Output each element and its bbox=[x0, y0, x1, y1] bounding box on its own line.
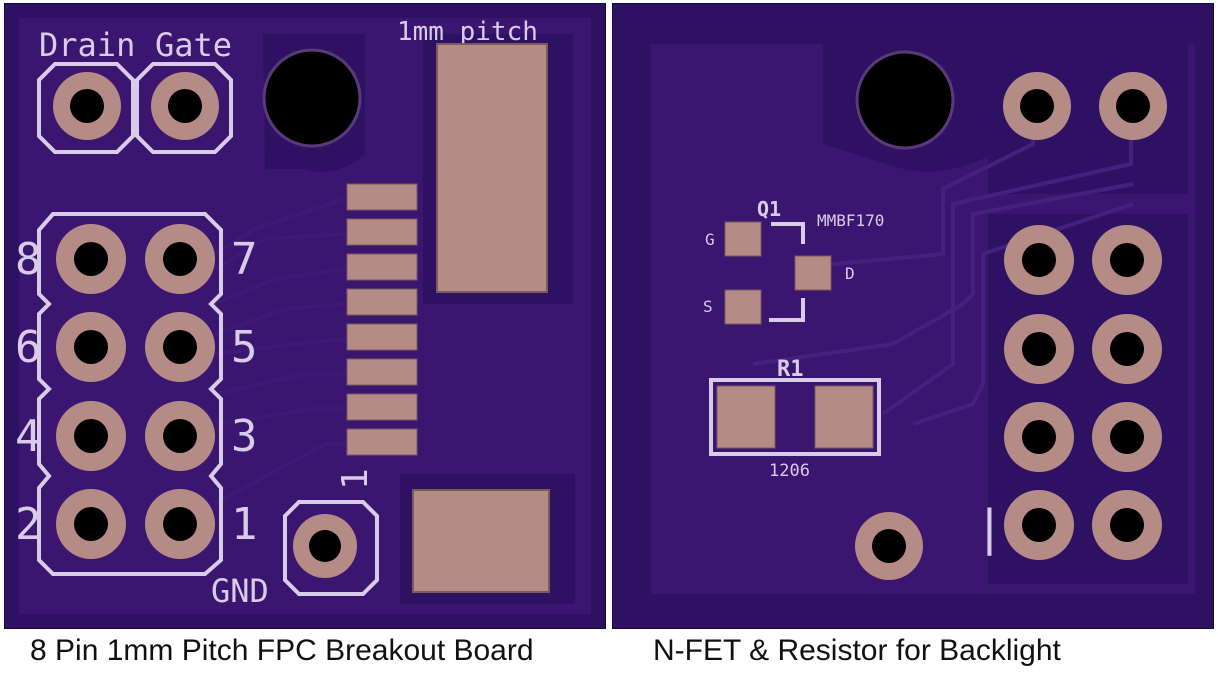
fpc-pads bbox=[346, 183, 418, 456]
q1-source-label: S bbox=[703, 297, 713, 316]
header-pads bbox=[1004, 225, 1162, 560]
fpc-pad-6 bbox=[346, 253, 418, 281]
fpc-pad-1 bbox=[346, 428, 418, 456]
r1-package: 1206 bbox=[769, 461, 810, 481]
pin-number-3: 3 bbox=[231, 411, 258, 462]
pin-number-4: 4 bbox=[15, 411, 42, 462]
fpc-pad-3 bbox=[346, 358, 418, 386]
nfet-resistor-board-layout: | Q1 MMBF170 G D S R1 1206 bbox=[613, 4, 1213, 628]
mounting-hole bbox=[262, 48, 362, 148]
gate-drill bbox=[168, 89, 202, 123]
pin-number-5: 5 bbox=[231, 322, 258, 373]
q1-gate-label: G bbox=[705, 230, 715, 249]
gate-pad-outline bbox=[135, 62, 233, 154]
drill-r2c1 bbox=[1022, 332, 1056, 366]
drill-1 bbox=[163, 507, 197, 541]
r1-reference: R1 bbox=[777, 357, 804, 382]
fpc-pad-4 bbox=[346, 323, 418, 351]
drill-r3c2 bbox=[1110, 420, 1144, 454]
gnd-pad-outline bbox=[283, 500, 379, 596]
pin-number-6: 6 bbox=[15, 322, 42, 373]
q1-outline-bottom bbox=[769, 298, 805, 322]
pin-number-2: 2 bbox=[15, 499, 42, 550]
left-board-caption: 8 Pin 1mm Pitch FPC Breakout Board bbox=[30, 634, 534, 667]
connector-tab-top bbox=[436, 43, 548, 293]
drill-r4c2 bbox=[1110, 508, 1144, 542]
drain-label: Drain bbox=[39, 26, 135, 64]
fpc-pad-5 bbox=[346, 288, 418, 316]
header-pads bbox=[56, 224, 215, 559]
drill-3 bbox=[163, 419, 197, 453]
drill-4 bbox=[74, 419, 108, 453]
mounting-hole bbox=[855, 50, 955, 150]
r1-pad-2 bbox=[814, 385, 874, 449]
fpc-pad-8 bbox=[346, 183, 418, 211]
drain-drill bbox=[70, 89, 104, 123]
gnd-drill bbox=[872, 529, 906, 563]
pin-number-8: 8 bbox=[15, 234, 42, 285]
r1-pad-1 bbox=[716, 385, 776, 449]
drain-drill bbox=[1020, 89, 1054, 123]
drain-pad-outline bbox=[37, 62, 135, 154]
pin-number-1: 1 bbox=[231, 499, 258, 550]
drill-r1c2 bbox=[1110, 243, 1144, 277]
fpc-breakout-board: Drain Gate 1mm pitch bbox=[4, 3, 606, 629]
gate-label: Gate bbox=[155, 26, 232, 64]
q1-part-number: MMBF170 bbox=[817, 211, 884, 230]
q1-gate-pad bbox=[724, 221, 762, 257]
drill-2 bbox=[74, 507, 108, 541]
q1-outline-top bbox=[771, 222, 805, 244]
drill-6 bbox=[74, 330, 108, 364]
connector-tab-bottom bbox=[412, 489, 550, 593]
fpc-pad-2 bbox=[346, 393, 418, 421]
right-board-caption: N-FET & Resistor for Backlight bbox=[653, 634, 1061, 667]
drill-r4c1 bbox=[1022, 508, 1056, 542]
gnd-label: GND bbox=[211, 572, 269, 610]
fpc-breakout-board-layout: Drain Gate 1mm pitch bbox=[5, 4, 605, 628]
q1-drain-label: D bbox=[845, 264, 855, 283]
drill-r2c2 bbox=[1110, 332, 1144, 366]
r1-outline bbox=[709, 378, 881, 456]
traces bbox=[213, 197, 346, 506]
drill-r3c1 bbox=[1022, 420, 1056, 454]
drill-5 bbox=[163, 330, 197, 364]
pin1-marker: | bbox=[975, 500, 1004, 556]
pitch-label: 1mm pitch bbox=[397, 17, 538, 47]
drill-r1c1 bbox=[1022, 243, 1056, 277]
header-outline bbox=[37, 212, 223, 576]
drill-7 bbox=[163, 242, 197, 276]
drill-8 bbox=[74, 242, 108, 276]
gnd-drill bbox=[309, 530, 341, 562]
fpc-pad-7 bbox=[346, 218, 418, 246]
nfet-resistor-board: | Q1 MMBF170 G D S R1 1206 bbox=[612, 3, 1214, 629]
fpc-pin1-label: 1 bbox=[335, 468, 376, 490]
q1-source-pad bbox=[724, 289, 762, 325]
gate-drill bbox=[1116, 89, 1150, 123]
q1-drain-pad bbox=[794, 255, 832, 291]
q1-reference: Q1 bbox=[757, 197, 781, 221]
pin-number-7: 7 bbox=[231, 234, 258, 285]
